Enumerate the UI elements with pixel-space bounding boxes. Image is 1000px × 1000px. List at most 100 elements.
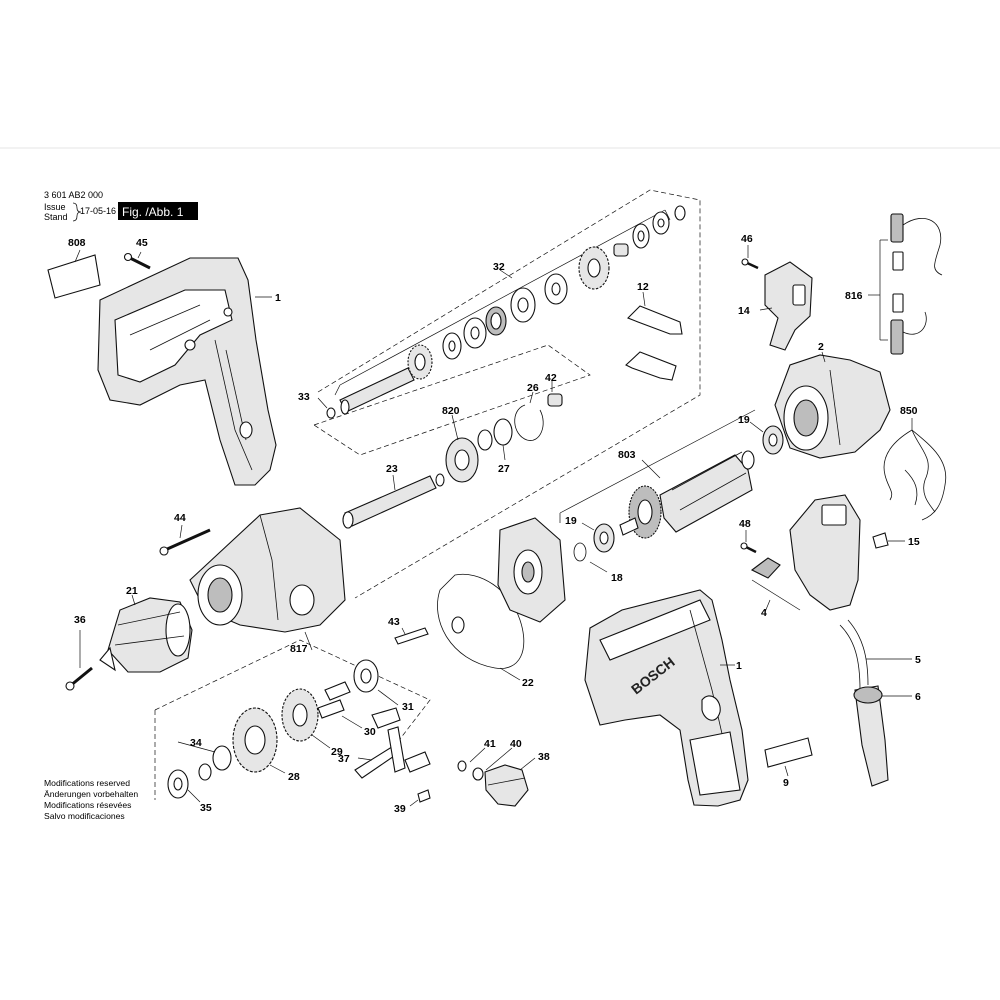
part-48-screw — [740, 530, 757, 554]
fig-box — [118, 202, 198, 220]
callout-34: 34 — [190, 737, 202, 749]
modification-notes: Modifications reserved Änderungen vorbeh… — [44, 778, 138, 821]
gear-large — [578, 246, 610, 290]
part-23-shaft — [342, 473, 445, 529]
part-21-chuck — [99, 594, 193, 673]
callout-42: 42 — [545, 372, 557, 384]
part-19-bearing-bottom — [581, 522, 615, 553]
part-12-clips — [625, 291, 683, 381]
note-es: Salvo modificaciones — [44, 811, 125, 821]
callout-9: 9 — [783, 777, 789, 789]
part-40-washer — [472, 747, 513, 781]
callout-2: 2 — [818, 341, 824, 353]
part-42-bushing — [547, 381, 563, 407]
issue-date: 17-05-16 — [80, 206, 116, 216]
part-number: 3 601 AB2 000 — [44, 190, 103, 200]
callout-27: 27 — [498, 463, 510, 475]
callout-22: 22 — [522, 677, 534, 689]
part-26-snap-ring — [514, 391, 544, 441]
stand-label: Stand — [44, 212, 68, 222]
callout-48: 48 — [739, 518, 751, 530]
part-39-pin — [409, 789, 431, 807]
callout-38: 38 — [538, 751, 550, 763]
callout-817: 817 — [290, 643, 308, 655]
retaining-clip — [674, 205, 686, 221]
part-4-switch — [750, 494, 861, 613]
part-19-bearing-top — [749, 421, 784, 455]
part-35-bearing — [167, 769, 201, 803]
callout-39: 39 — [394, 803, 406, 815]
callout-labels: 808 45 1 32 12 4 6 14 816 2 850 33 820 26… — [68, 233, 921, 815]
part-803-armature — [559, 409, 756, 539]
callout-32: 32 — [493, 261, 505, 273]
callout-19-bottom: 19 — [565, 515, 577, 527]
callout-4: 4 — [761, 607, 767, 619]
part-46-screw — [741, 245, 759, 270]
callout-23: 23 — [386, 463, 398, 475]
part-1-housing-right: BOSCH — [584, 589, 749, 807]
note-fr: Modifications résevées — [44, 800, 131, 810]
part-33-e-clip — [317, 397, 336, 419]
callout-26: 26 — [527, 382, 539, 394]
gear-assembly-boundary — [317, 189, 701, 599]
issue-label: Issue — [44, 202, 66, 212]
part-41-clip — [457, 747, 486, 772]
bearing-flange — [451, 517, 566, 634]
note-en: Modifications reserved — [44, 778, 130, 788]
part-817-gear-housing — [189, 507, 346, 651]
callout-18: 18 — [611, 572, 623, 584]
gear-small-pinion — [407, 344, 433, 380]
part-28-gear — [232, 707, 286, 774]
callout-803: 803 — [618, 449, 636, 461]
callout-41: 41 — [484, 738, 496, 750]
part-37-selector-shaft — [354, 707, 431, 779]
part-44-screw — [159, 524, 211, 556]
sleeve — [544, 273, 568, 305]
callout-40: 40 — [510, 738, 522, 750]
callout-12: 12 — [637, 281, 649, 293]
spindle-assembly-boundary — [313, 344, 591, 456]
part-6-cable-sleeve — [853, 685, 912, 787]
callout-45: 45 — [136, 237, 148, 249]
header-brace — [72, 202, 82, 222]
part-820-bearing — [445, 414, 479, 483]
callout-14: 14 — [738, 305, 750, 317]
part-5-cable — [839, 619, 912, 691]
callout-850: 850 — [900, 405, 918, 417]
part-29-gear — [281, 688, 331, 749]
part-22-gasket — [437, 573, 525, 681]
callout-15: 15 — [908, 536, 920, 548]
part-30-lever — [317, 681, 363, 729]
callout-30: 30 — [364, 726, 376, 738]
part-36-chuck-screw — [65, 630, 93, 691]
part-45-screw — [123, 251, 151, 270]
part-2-field-stator — [774, 351, 891, 459]
part-32-gear-stack — [334, 205, 686, 415]
part-9-label — [764, 737, 813, 777]
ring-1 — [485, 306, 507, 336]
callout-1-left-housing: 1 — [275, 292, 281, 304]
callout-21: 21 — [126, 585, 138, 597]
callout-808: 808 — [68, 237, 86, 249]
callout-5: 5 — [915, 654, 921, 666]
part-14-brush-holder — [759, 261, 813, 351]
part-850-wire-set — [883, 418, 947, 521]
part-43-pin — [394, 627, 429, 645]
callout-820: 820 — [442, 405, 460, 417]
callout-35: 35 — [200, 802, 212, 814]
callout-6: 6 — [915, 691, 921, 703]
callout-816: 816 — [845, 290, 863, 302]
callout-37: 37 — [338, 753, 350, 765]
part-27-ring — [477, 418, 513, 461]
part-816-carbon-brushes — [868, 213, 943, 355]
fig-label: Fig. /Abb. 1 — [122, 205, 184, 219]
callout-33: 33 — [298, 391, 310, 403]
header-block: 3 601 AB2 000 Issue Stand 17-05-16 Fig. … — [44, 190, 198, 222]
callout-19-top: 19 — [738, 414, 750, 426]
part-18-ring — [573, 542, 608, 573]
bushing — [613, 243, 629, 257]
washer-4 — [632, 223, 650, 249]
callout-29: 29 — [331, 746, 343, 758]
washer-1 — [442, 332, 462, 360]
